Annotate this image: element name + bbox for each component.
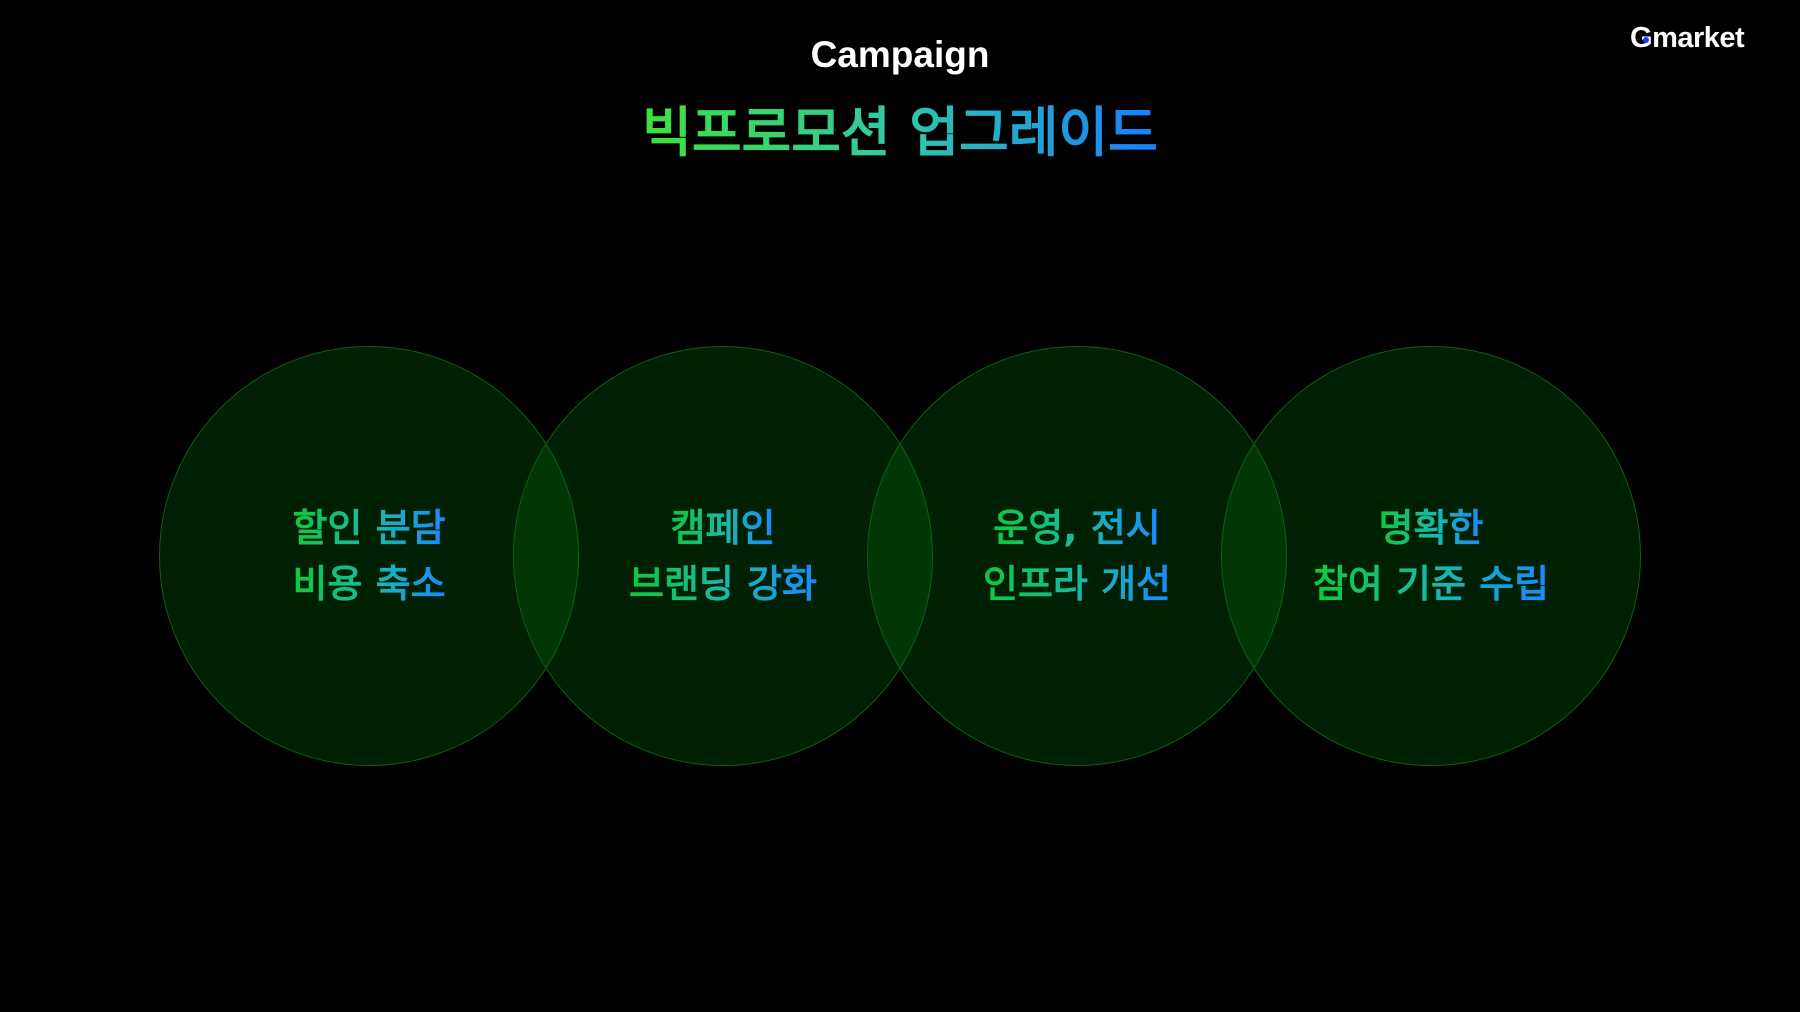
- logo-dot-icon: [1643, 37, 1649, 43]
- circle-4-line2: 참여 기준 수립: [1313, 556, 1549, 612]
- circle-2: [513, 346, 933, 766]
- page-title: 빅프로모션 업그레이드: [0, 88, 1800, 167]
- section-label: Campaign: [810, 34, 990, 75]
- circle-4-line1: 명확한: [1379, 500, 1484, 556]
- circle-1-line2: 비용 축소: [292, 556, 445, 612]
- circle-2-line2: 브랜딩 강화: [629, 556, 817, 612]
- circle-2-line1: 캠페인: [671, 500, 776, 556]
- logo-g-letter: G: [1630, 22, 1653, 54]
- logo-text: market: [1652, 22, 1745, 54]
- circle-3-line1: 운영, 전시: [993, 500, 1161, 556]
- circle-3-line2: 인프라 개선: [983, 556, 1171, 612]
- logo-g: G: [1630, 22, 1653, 55]
- page-title-text: 빅프로모션 업그레이드: [642, 101, 1158, 164]
- circle-4: [1221, 346, 1641, 766]
- circle-1-line1: 할인 분담: [292, 500, 445, 556]
